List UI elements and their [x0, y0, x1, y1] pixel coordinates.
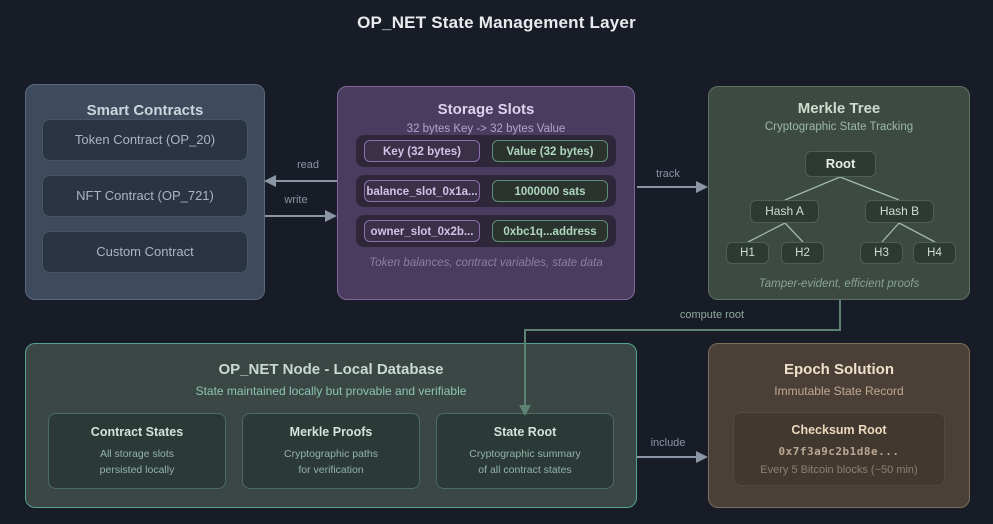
slot-row-balance: balance_slot_0x1a... 1000000 sats — [356, 175, 616, 207]
include-arrowhead-icon — [696, 451, 708, 463]
node-database-title: OP_NET Node - Local Database — [218, 361, 444, 378]
edge-label-read: read — [296, 159, 320, 171]
merkle-node-hash-b: Hash B — [865, 200, 934, 223]
track-arrowhead-icon — [696, 181, 708, 193]
slot-value-owner: 0xbc1q...address — [492, 220, 608, 242]
merkle-node-root: Root — [805, 151, 876, 177]
epoch-solution-panel: Epoch Solution Immutable State Record Ch… — [708, 343, 970, 508]
compute-root-arrowhead-icon — [519, 405, 531, 416]
edge-label-include: include — [650, 437, 686, 449]
merkle-node-h3: H3 — [860, 242, 903, 264]
card-merkle-proofs-title: Merkle Proofs — [289, 425, 373, 439]
slot-row-owner: owner_slot_0x2b... 0xbc1q...address — [356, 215, 616, 247]
smart-contracts-panel: Smart Contracts Token Contract (OP_20) N… — [25, 84, 265, 300]
card-merkle-proofs-line1: Cryptographic paths — [284, 448, 378, 460]
checksum-root-box: Checksum Root 0x7f3a9c2b1d8e... Every 5 … — [733, 412, 945, 486]
merkle-tree-connectors — [747, 176, 936, 243]
slot-key-header: Key (32 bytes) — [364, 140, 480, 162]
card-merkle-proofs-line2: for verification — [298, 464, 364, 476]
card-contract-states-title: Contract States — [90, 425, 184, 439]
storage-slots-subtitle: 32 bytes Key -> 32 bytes Value — [406, 123, 566, 135]
compute-root-line-horizontal — [524, 329, 841, 331]
epoch-solution-title: Epoch Solution — [784, 361, 894, 378]
slot-key-owner: owner_slot_0x2b... — [364, 220, 480, 242]
checksum-root-caption: Every 5 Bitcoin blocks (~50 min) — [760, 464, 918, 476]
merkle-node-h1: H1 — [726, 242, 769, 264]
merkle-tree-title: Merkle Tree — [797, 100, 881, 117]
merkle-tree-panel: Merkle Tree Cryptographic State Tracking… — [708, 86, 970, 300]
node-database-panel: OP_NET Node - Local Database State maint… — [25, 343, 637, 508]
node-cards-row: Contract States All storage slots persis… — [48, 413, 614, 489]
read-arrowhead-icon — [264, 175, 276, 187]
checksum-root-title: Checksum Root — [791, 423, 887, 437]
edge-label-track: track — [656, 168, 680, 180]
card-state-root-line1: Cryptographic summary — [469, 448, 581, 460]
node-database-subtitle: State maintained locally but provable an… — [195, 384, 467, 398]
checksum-root-hash: 0x7f3a9c2b1d8e... — [778, 445, 900, 458]
card-merkle-proofs: Merkle Proofs Cryptographic paths for ve… — [242, 413, 420, 489]
write-arrow-line — [265, 215, 326, 217]
storage-slots-panel: Storage Slots 32 bytes Key -> 32 bytes V… — [337, 86, 635, 300]
compute-root-line-down1 — [839, 300, 841, 330]
edge-label-write: write — [284, 194, 308, 206]
slot-row-header: Key (32 bytes) Value (32 bytes) — [356, 135, 616, 167]
card-contract-states: Contract States All storage slots persis… — [48, 413, 226, 489]
card-contract-states-line1: All storage slots — [99, 448, 175, 460]
merkle-tree-subtitle: Cryptographic State Tracking — [764, 121, 914, 133]
card-state-root: State Root Cryptographic summary of all … — [436, 413, 614, 489]
card-state-root-title: State Root — [493, 425, 557, 439]
include-arrow-line — [637, 456, 697, 458]
contract-item-custom: Custom Contract — [42, 231, 248, 273]
card-contract-states-line2: persisted locally — [99, 464, 175, 476]
smart-contracts-title: Smart Contracts — [86, 102, 204, 119]
read-arrow-line — [275, 180, 337, 182]
card-state-root-line2: of all contract states — [478, 464, 572, 476]
merkle-node-hash-a: Hash A — [750, 200, 819, 223]
compute-root-line-down2 — [524, 329, 526, 406]
storage-slots-footer: Token balances, contract variables, stat… — [369, 257, 603, 269]
slot-value-balance: 1000000 sats — [492, 180, 608, 202]
slot-key-balance: balance_slot_0x1a... — [364, 180, 480, 202]
page-title: OP_NET State Management Layer — [357, 13, 636, 32]
merkle-tree-footer: Tamper-evident, efficient proofs — [758, 278, 920, 290]
track-arrow-line — [637, 186, 697, 188]
epoch-solution-subtitle: Immutable State Record — [774, 384, 904, 398]
merkle-node-h2: H2 — [781, 242, 824, 264]
contract-item-token: Token Contract (OP_20) — [42, 119, 248, 161]
storage-slots-title: Storage Slots — [437, 101, 535, 118]
merkle-node-h4: H4 — [913, 242, 956, 264]
contract-item-nft: NFT Contract (OP_721) — [42, 175, 248, 217]
write-arrowhead-icon — [325, 210, 337, 222]
slot-value-header: Value (32 bytes) — [492, 140, 608, 162]
edge-label-compute-root: compute root — [679, 309, 745, 321]
